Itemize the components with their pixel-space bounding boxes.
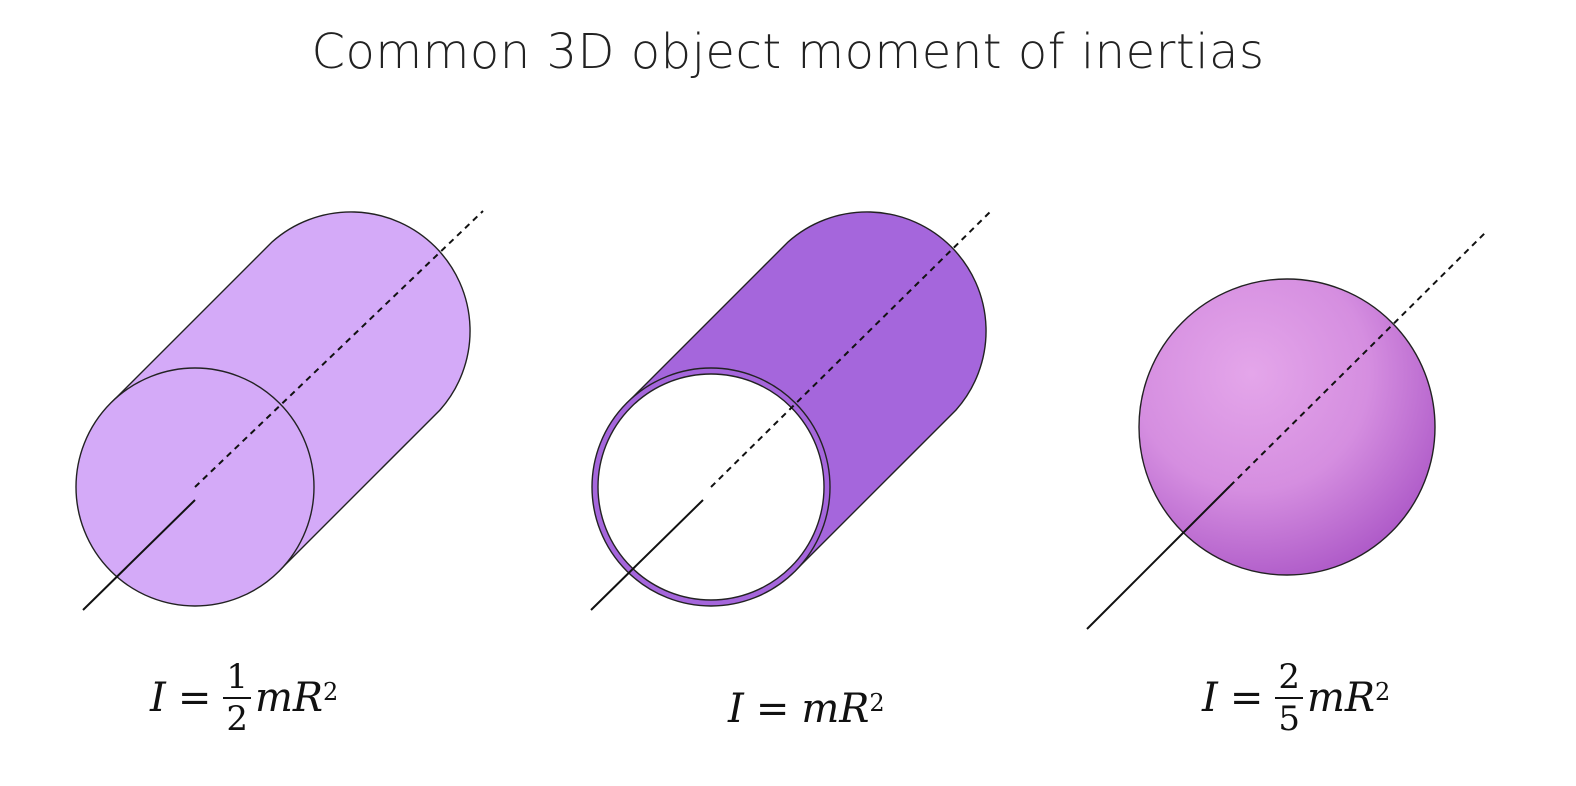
fraction-denominator: 5	[1278, 699, 1300, 739]
formula-hollow-cylinder: I = m R 2	[728, 686, 885, 732]
formula-exponent: 2	[869, 689, 885, 717]
formula-radius: R	[839, 686, 870, 732]
formula-fraction: 1 2	[223, 660, 251, 736]
formula-lhs: I	[1202, 675, 1218, 721]
fraction-bar	[223, 697, 251, 699]
formula-solid-cylinder: I = 1 2 m R 2	[150, 660, 338, 736]
formula-solid-sphere: I = 2 5 m R 2	[1202, 660, 1390, 736]
diagram-title: Common 3D object moment of inertias	[311, 24, 1265, 80]
solid-sphere-axis-visible	[1086, 485, 1231, 630]
formula-lhs: I	[150, 675, 166, 721]
solid-sphere	[1138, 278, 1436, 576]
formula-radius: R	[292, 675, 324, 721]
fraction-numerator: 1	[226, 657, 248, 697]
formula-mass: m	[254, 675, 293, 721]
solid-cylinder	[75, 211, 471, 607]
fraction-denominator: 2	[226, 699, 248, 739]
solid-cylinder-axis-hidden	[194, 210, 484, 488]
hollow-cylinder-axis-visible	[590, 499, 704, 611]
formula-equals: =	[177, 675, 212, 721]
formula-fraction: 2 5	[1275, 660, 1303, 736]
formula-equals: =	[1229, 675, 1264, 721]
formula-lhs: I	[728, 686, 744, 732]
formula-radius: R	[1344, 675, 1376, 721]
formula-exponent: 2	[1375, 678, 1391, 706]
formula-equals: =	[755, 686, 790, 732]
solid-sphere-axis-hidden	[1229, 230, 1488, 487]
formula-exponent: 2	[323, 678, 339, 706]
formula-mass: m	[801, 686, 840, 732]
fraction-numerator: 2	[1278, 657, 1300, 697]
formula-mass: m	[1306, 675, 1345, 721]
solid-cylinder-axis-visible	[82, 499, 196, 611]
fraction-bar	[1275, 697, 1303, 699]
